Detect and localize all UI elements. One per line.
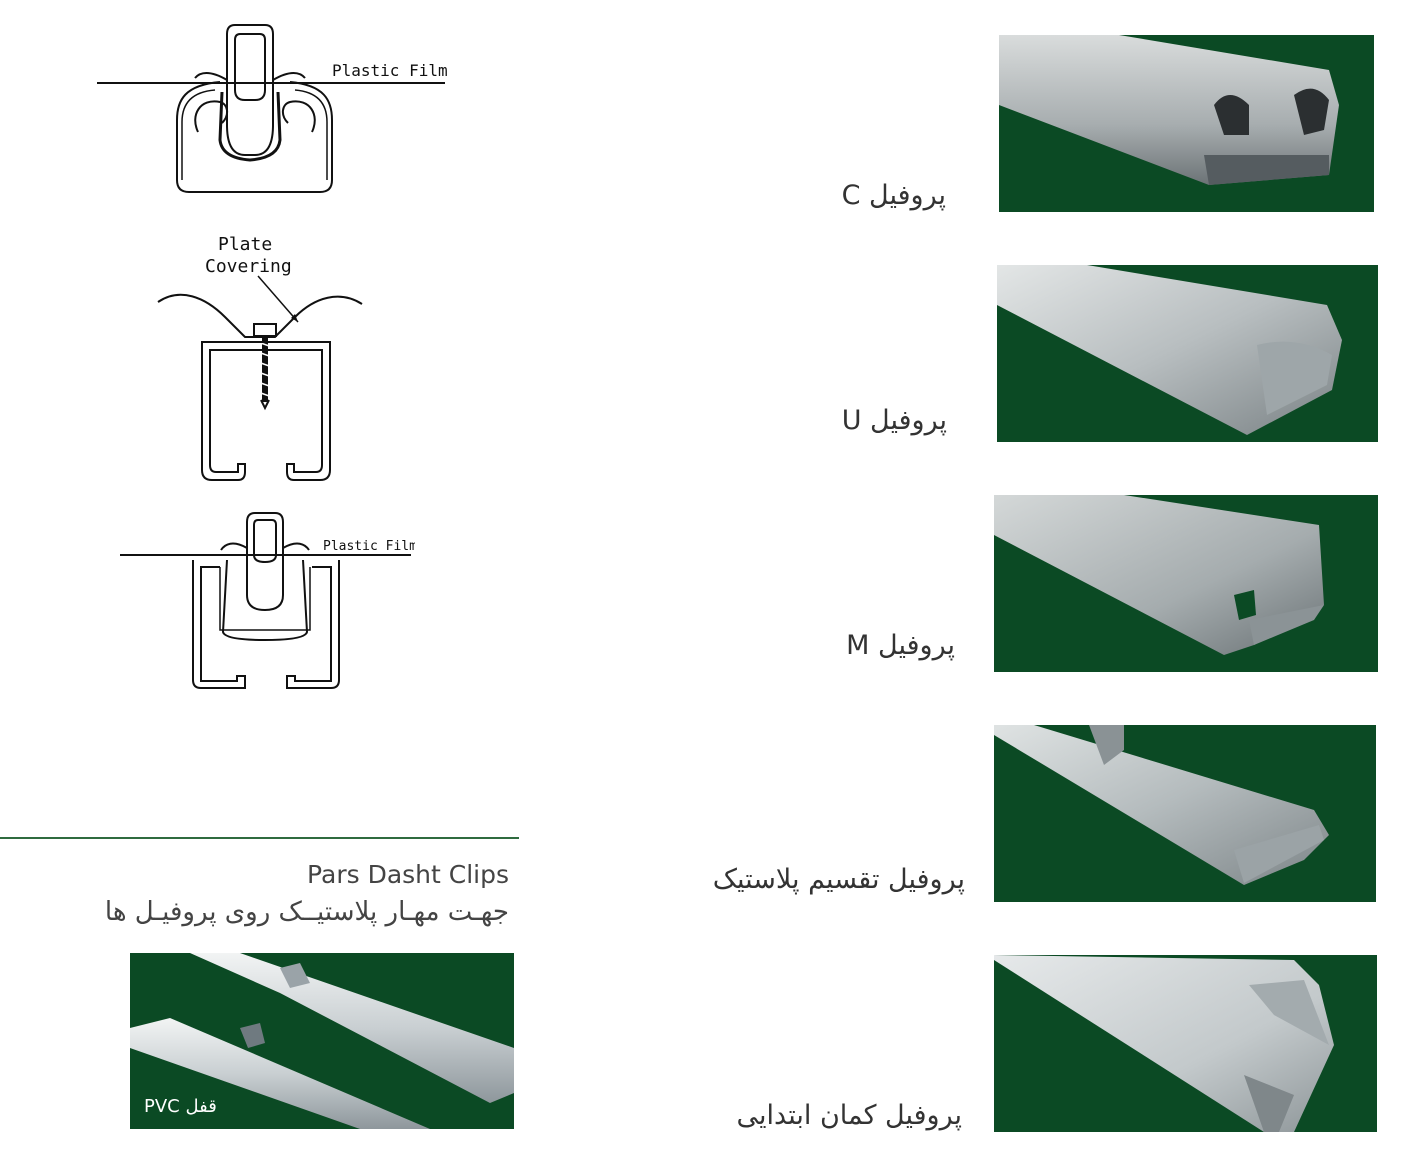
drawing-m-profile-with-film: Plastic Film [115, 510, 415, 695]
pvc-clip-photo: قفل PVC [130, 953, 514, 1129]
profile-plastic-divider-photo [994, 725, 1376, 902]
clips-title: Pars Dasht Clips [307, 860, 509, 889]
profile-initial-arch-caption: پروفیل کمان ابتدایی [736, 1100, 963, 1131]
profile-c-caption: پروفیل C [841, 180, 946, 211]
drawing-label-plastic-film-2: Plastic Film [323, 539, 415, 554]
profile-plastic-divider-caption: پروفیل تقسیم پلاستیک [712, 864, 965, 895]
pvc-lock-label: قفل PVC [144, 1096, 217, 1117]
profile-m-photo [994, 495, 1378, 672]
drawing-label-plate: Plate [218, 234, 272, 255]
drawing-c-profile-with-film: Plastic Film [90, 20, 460, 200]
profile-c-photo [999, 35, 1374, 212]
drawing-label-plastic-film: Plastic Film [332, 61, 448, 80]
drawing-label-covering: Covering [205, 256, 292, 277]
profile-u-photo [997, 265, 1378, 442]
clips-subtitle: جهـت مهـار پلاستیــک روی پروفیـل ها [104, 897, 509, 927]
profile-m-caption: پروفیل M [846, 630, 955, 661]
drawing-u-profile-plate-covering: Plate Covering [150, 232, 370, 487]
profile-u-caption: پروفیل U [841, 405, 947, 436]
section-divider [0, 837, 519, 839]
profile-initial-arch-photo [994, 955, 1377, 1132]
